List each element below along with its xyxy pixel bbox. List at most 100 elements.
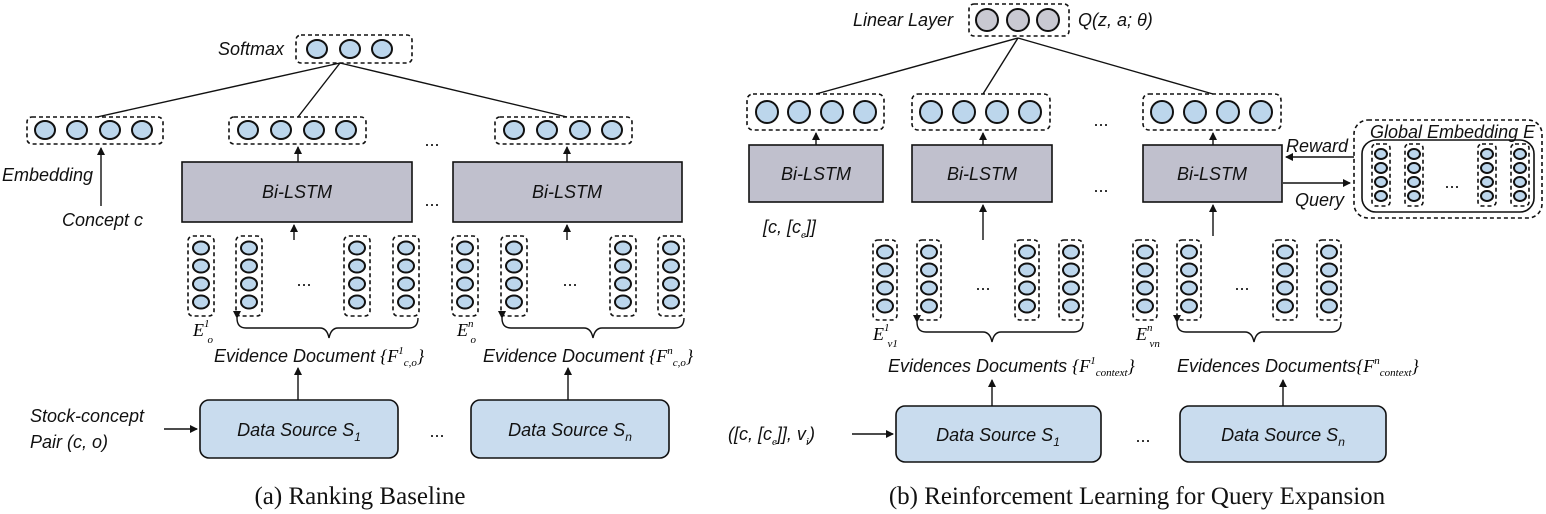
bilstm-n-label: Bi-LSTM: [532, 182, 602, 202]
reward-label: Reward: [1286, 136, 1349, 156]
evidence-vector: [343, 235, 371, 317]
evidence-vector: [1272, 239, 1298, 321]
evidence-vectors-n: ...: [451, 235, 685, 317]
rl-evidence-document-n-label: Evidences Documents{Fncontext}: [1177, 355, 1420, 379]
edge-outn-linear: [1017, 37, 1214, 95]
bilstm-n-box: [452, 161, 683, 223]
ellipsis: ...: [1093, 110, 1108, 130]
lstmn-output-box: [494, 116, 633, 145]
lstm1-output-node: [237, 120, 259, 140]
evidence-vector: [451, 235, 479, 317]
lstm1-output-node: [270, 120, 292, 140]
edge-out1-linear: [815, 37, 1019, 95]
data-source-n-box: [470, 399, 670, 459]
linear-layer: Linear Layer Q(z, a; θ): [853, 3, 1153, 37]
global-vector: [1371, 143, 1391, 207]
evidence-vector: [609, 235, 637, 317]
evidence-vector: [872, 239, 898, 321]
lstm1-output-node: [303, 120, 325, 140]
ellipsis: ...: [429, 421, 444, 441]
edge-embedding-softmax: [96, 62, 341, 118]
lstm1-output-node: [335, 120, 357, 140]
rl-data-source-n-label: Data Source Sn: [1221, 425, 1345, 449]
softmax-box: [295, 34, 413, 64]
rl-data-source-n-box: [1179, 405, 1387, 463]
evidence-vector: [1176, 239, 1202, 321]
edge-lstm1-softmax: [297, 62, 341, 118]
q-node: [1036, 8, 1060, 32]
lstmn-output-node: [536, 120, 558, 140]
linear-layer-label: Linear Layer: [853, 10, 954, 30]
rl-data-source-1-label: Data Source S1: [936, 425, 1060, 449]
embedding-node: [131, 120, 153, 140]
global-vector: [1510, 143, 1530, 207]
evidence-vector: [392, 235, 420, 317]
softmax-node: [339, 39, 361, 59]
global-embedding-label: Global Embedding E: [1370, 122, 1536, 142]
evidence-document-1-label: Evidence Document {F1c,o}: [214, 345, 425, 369]
evidence-vector: [235, 235, 263, 317]
rl-bilstm-n-label: Bi-LSTM: [1177, 164, 1247, 184]
lstmn-output-vector: [494, 116, 633, 145]
q-node: [1006, 8, 1030, 32]
panel-rl-query-expansion: Linear Layer Q(z, a; θ) ...: [728, 3, 1543, 510]
softmax-node: [371, 39, 393, 59]
softmax-layer: Softmax: [218, 34, 413, 64]
softmax-label: Softmax: [218, 39, 285, 59]
edge-lstmn-softmax: [339, 62, 568, 118]
evidence-vector: [916, 239, 942, 321]
rl-bilstm-1-label: Bi-LSTM: [781, 164, 851, 184]
global-vector: [1477, 143, 1497, 207]
embedding-box: [26, 116, 164, 145]
evidence-vector: [1058, 239, 1084, 321]
rl-evidence-document-1-label: Evidences Documents {F1context}: [888, 355, 1136, 379]
rl-bilstm-2-box: [911, 144, 1053, 203]
embedding-node: [66, 120, 88, 140]
softmax-node: [306, 39, 328, 59]
rl-output-vector-2: [911, 93, 1051, 131]
lstm1-output-vector: [228, 116, 367, 145]
query-label: Query: [1295, 190, 1345, 210]
rl-output-vector-n: [1142, 93, 1282, 131]
caption-a: (a) Ranking Baseline: [254, 483, 465, 510]
ellipsis: ...: [1135, 426, 1150, 446]
data-source-1-label: Data Source S1: [237, 420, 361, 444]
rl-bilstm-1-box: [748, 144, 884, 203]
rl-bilstm-n-box: [1142, 144, 1283, 203]
stock-concept-label-line2: Pair (c, o): [30, 432, 108, 452]
data-source-1-box: [199, 399, 399, 459]
linear-layer-box: [968, 3, 1070, 37]
brace-evidence-1: [232, 310, 419, 339]
evidence-vectors-1: ...: [187, 235, 420, 317]
global-embedding: Global Embedding E ...: [1353, 119, 1543, 219]
q-function-label: Q(z, a; θ): [1078, 10, 1153, 30]
global-embedding-inner: [1361, 139, 1535, 213]
rl-input-label: ([c, [ce]], vi): [728, 424, 815, 448]
embedding-node: [99, 120, 121, 140]
stock-concept-label-line1: Stock-concept: [30, 406, 145, 426]
ellipsis: ...: [562, 270, 577, 290]
ellipsis: ...: [424, 190, 439, 210]
bilstm-1-box: [181, 161, 413, 223]
brace-rl-evidence-1: [912, 314, 1084, 343]
evidence-document-n-label: Evidence Document {Fnc,o}: [483, 345, 694, 369]
evidence-vector: [1014, 239, 1040, 321]
global-vector: [1404, 143, 1424, 207]
lstm1-output-box: [228, 116, 367, 145]
evidence-vector: [657, 235, 685, 317]
embedding-label: Embedding: [2, 165, 93, 185]
lstmn-output-node: [569, 120, 591, 140]
cce-label: [c, [ce]]: [762, 217, 817, 241]
lstmn-output-node: [601, 120, 623, 140]
panel-ranking-baseline: Softmax Embedding Concept c: [2, 34, 694, 510]
caption-b: (b) Reinforcement Learning for Query Exp…: [889, 483, 1386, 510]
brace-evidence-n: [497, 310, 685, 339]
rl-data-source-1-box: [895, 405, 1102, 463]
brace-rl-evidence-n: [1172, 314, 1342, 343]
bilstm-1-label: Bi-LSTM: [262, 182, 332, 202]
